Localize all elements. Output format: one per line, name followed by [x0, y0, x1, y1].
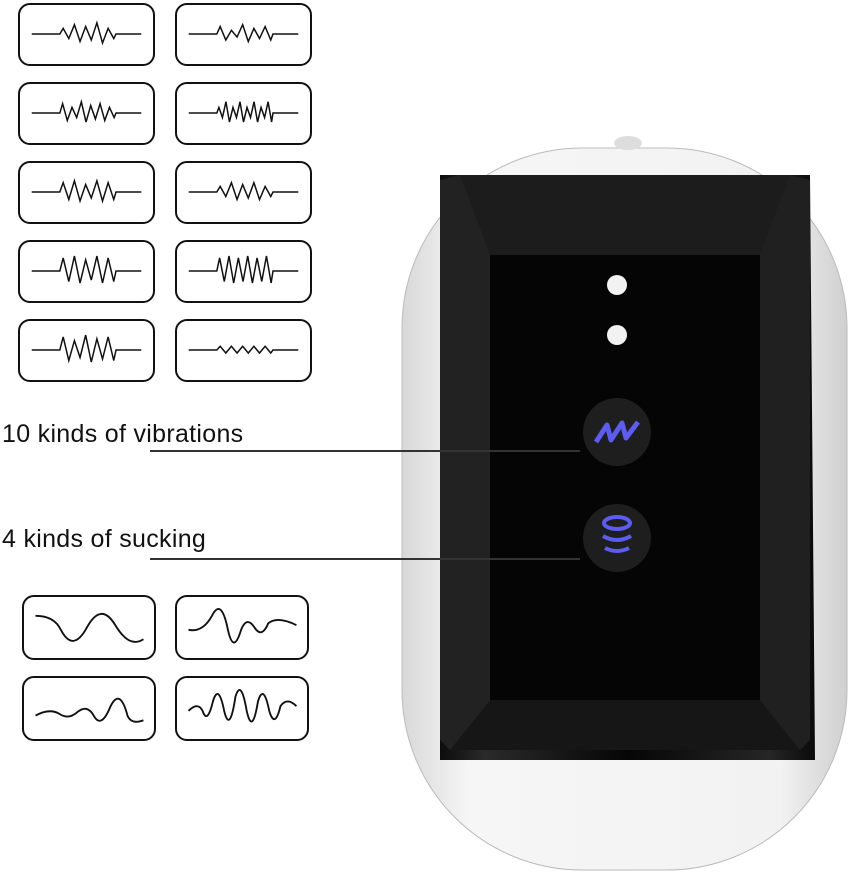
vibration-pattern-6: [175, 161, 312, 224]
sucking-pattern-2: [175, 595, 309, 660]
sucking-pattern-1: [22, 595, 156, 660]
vibration-pattern-8: [175, 240, 312, 303]
vibration-pattern-1: [18, 3, 155, 66]
suction-rings-icon: [602, 515, 632, 553]
vibration-pattern-2: [175, 3, 312, 66]
indicator-light-1: [607, 275, 627, 295]
sucking-leader-line: [150, 558, 580, 560]
vibration-pattern-5: [18, 161, 155, 224]
indicator-light-2: [607, 325, 627, 345]
vibration-pattern-10: [175, 319, 312, 382]
vibrations-label: 10 kinds of vibrations: [2, 420, 244, 448]
vibrations-leader-line: [150, 450, 580, 452]
vibration-pattern-9: [18, 319, 155, 382]
sucking-pattern-4: [175, 676, 309, 741]
sucking-pattern-3: [22, 676, 156, 741]
vibration-pattern-7: [18, 240, 155, 303]
sucking-label: 4 kinds of sucking: [2, 525, 207, 553]
zigzag-lightning-icon: [593, 420, 640, 444]
vibration-pattern-4: [175, 82, 312, 145]
vibration-pattern-3: [18, 82, 155, 145]
